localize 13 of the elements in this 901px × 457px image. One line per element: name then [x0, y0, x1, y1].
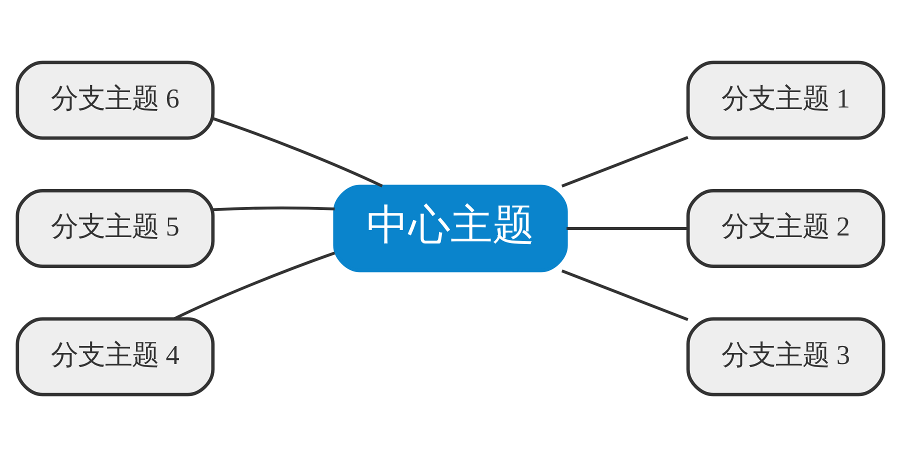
node-box: 分支主题 1	[686, 60, 886, 140]
node-box: 分支主题 5	[16, 188, 215, 268]
connector	[174, 252, 336, 320]
node-box: 分支主题 6	[16, 60, 215, 140]
connector	[212, 117, 383, 188]
node-box: 分支主题 2	[686, 188, 886, 268]
connector	[212, 206, 335, 212]
node-box: 分支主题 3	[686, 317, 886, 396]
connector	[566, 227, 688, 230]
node-box: 分支主题 4	[16, 317, 215, 396]
node-box: 中心主题	[333, 184, 568, 272]
connector	[561, 269, 688, 321]
connector	[561, 136, 688, 188]
